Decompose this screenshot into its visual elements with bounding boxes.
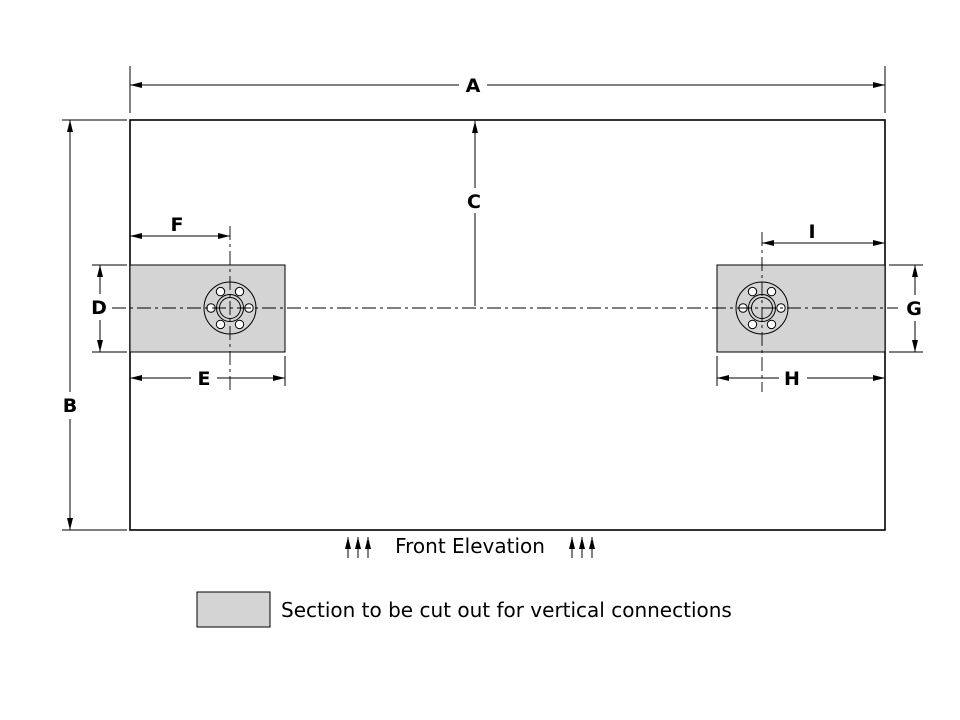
dimension-h: H	[716, 356, 885, 390]
dim-label-h: H	[784, 368, 800, 390]
bolt-hole	[234, 286, 245, 297]
bolt-hole	[747, 286, 758, 297]
up-arrows-icon	[345, 537, 371, 558]
dim-label-b: B	[63, 395, 77, 417]
cutout-rect-left	[129, 264, 286, 353]
dim-label-c: C	[467, 191, 481, 213]
up-arrows-icon	[569, 537, 595, 558]
dim-label-i: I	[808, 221, 815, 243]
flange-left	[203, 281, 257, 335]
dimension-g: G	[889, 264, 923, 353]
cutout-left-group	[129, 264, 286, 353]
dimension-f: F	[130, 214, 230, 239]
dim-label-a: A	[466, 75, 481, 97]
bolt-hole	[766, 286, 777, 297]
centerlines	[112, 226, 898, 392]
dimension-c: C	[467, 121, 481, 306]
dimension-b: B	[62, 119, 127, 531]
front-elevation-label: Front Elevation	[395, 534, 545, 558]
bolt-hole	[215, 286, 226, 297]
legend-label: Section to be cut out for vertical conne…	[281, 598, 732, 622]
bolt-hole	[766, 319, 777, 330]
dim-label-d: D	[91, 297, 107, 319]
bolt-hole	[215, 319, 226, 330]
front-elevation-caption: Front Elevation	[345, 534, 595, 558]
dimension-e: E	[130, 356, 286, 390]
dimension-i: I	[762, 221, 885, 246]
dim-label-g: G	[906, 298, 922, 320]
legend: Section to be cut out for vertical conne…	[196, 591, 732, 628]
dimension-d: D	[91, 264, 127, 353]
cutout-right-group	[716, 264, 886, 353]
bolt-hole	[234, 319, 245, 330]
dim-label-e: E	[198, 368, 211, 390]
bolt-hole	[747, 319, 758, 330]
dimension-a: A	[129, 66, 886, 113]
dim-label-f: F	[171, 214, 184, 236]
legend-swatch	[196, 591, 271, 628]
